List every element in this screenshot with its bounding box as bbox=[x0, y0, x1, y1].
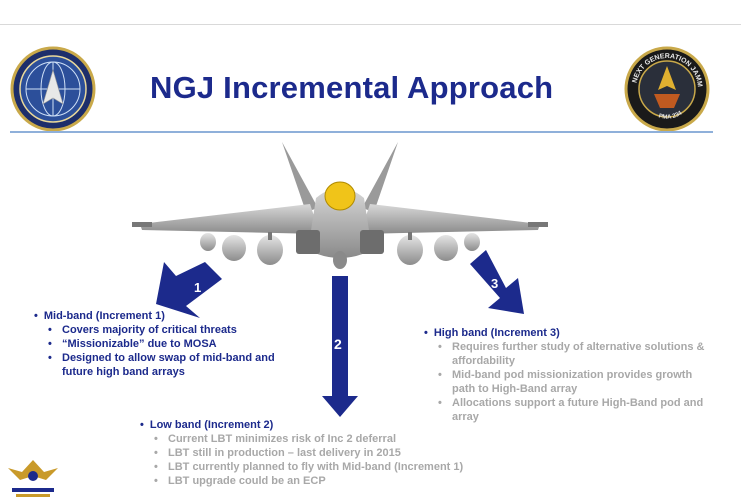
list-item: Requires further study of alternative so… bbox=[438, 340, 714, 368]
fighter-jet-illustration bbox=[132, 142, 548, 269]
list-item: Designed to allow swap of mid-band and f… bbox=[48, 351, 294, 379]
title-rule bbox=[10, 131, 713, 133]
low-band-heading: • Low band (Increment 2) bbox=[140, 418, 520, 432]
page-title: NGJ Incremental Approach bbox=[150, 70, 554, 105]
mid-band-list: Covers majority of critical threats “Mis… bbox=[34, 323, 294, 379]
right-seal-subtext: PMA 234 bbox=[658, 110, 684, 121]
list-item: LBT upgrade could be an ECP bbox=[154, 474, 520, 488]
high-band-block: • High band (Increment 3) Requires furthe… bbox=[424, 326, 714, 424]
high-band-heading: • High band (Increment 3) bbox=[424, 326, 714, 340]
high-band-heading-text: High band (Increment 3) bbox=[433, 327, 560, 339]
list-item: Covers majority of critical threats bbox=[48, 323, 294, 337]
mid-band-heading-text: Mid-band (Increment 1) bbox=[43, 310, 165, 322]
low-band-block: • Low band (Increment 2) Current LBT mini… bbox=[140, 418, 520, 488]
arrow-2: 2 bbox=[322, 276, 358, 417]
list-item: Current LBT minimizes risk of Inc 2 defe… bbox=[154, 432, 520, 446]
list-item: Allocations support a future High-Band p… bbox=[438, 396, 714, 424]
bullet-dot: • bbox=[140, 419, 144, 431]
list-item: LBT currently planned to fly with Mid-ba… bbox=[154, 460, 520, 474]
arrow-3-label: 3 bbox=[491, 276, 498, 291]
list-item: Mid-band pod missionization provides gro… bbox=[438, 368, 714, 396]
bullet-dot: • bbox=[424, 327, 428, 339]
mid-band-heading: • Mid-band (Increment 1) bbox=[34, 309, 294, 323]
list-item: LBT still in production – last delivery … bbox=[154, 446, 520, 460]
left-seal-logo bbox=[10, 46, 96, 132]
right-seal-logo: NEXT GENERATION JAMMER PMA 234 bbox=[624, 46, 710, 132]
high-band-list: Requires further study of alternative so… bbox=[424, 340, 714, 424]
watermark-logo bbox=[8, 460, 58, 497]
bullet-dot: • bbox=[34, 310, 38, 322]
list-item: “Missionizable” due to MOSA bbox=[48, 337, 294, 351]
mid-band-block: • Mid-band (Increment 1) Covers majority … bbox=[34, 309, 294, 379]
svg-text:PMA 234: PMA 234 bbox=[658, 110, 684, 121]
low-band-list: Current LBT minimizes risk of Inc 2 defe… bbox=[140, 432, 520, 488]
arrow-2-label: 2 bbox=[334, 336, 342, 352]
low-band-heading-text: Low band (Increment 2) bbox=[149, 419, 274, 431]
arrow-1-label: 1 bbox=[194, 280, 201, 295]
top-divider bbox=[0, 24, 741, 25]
